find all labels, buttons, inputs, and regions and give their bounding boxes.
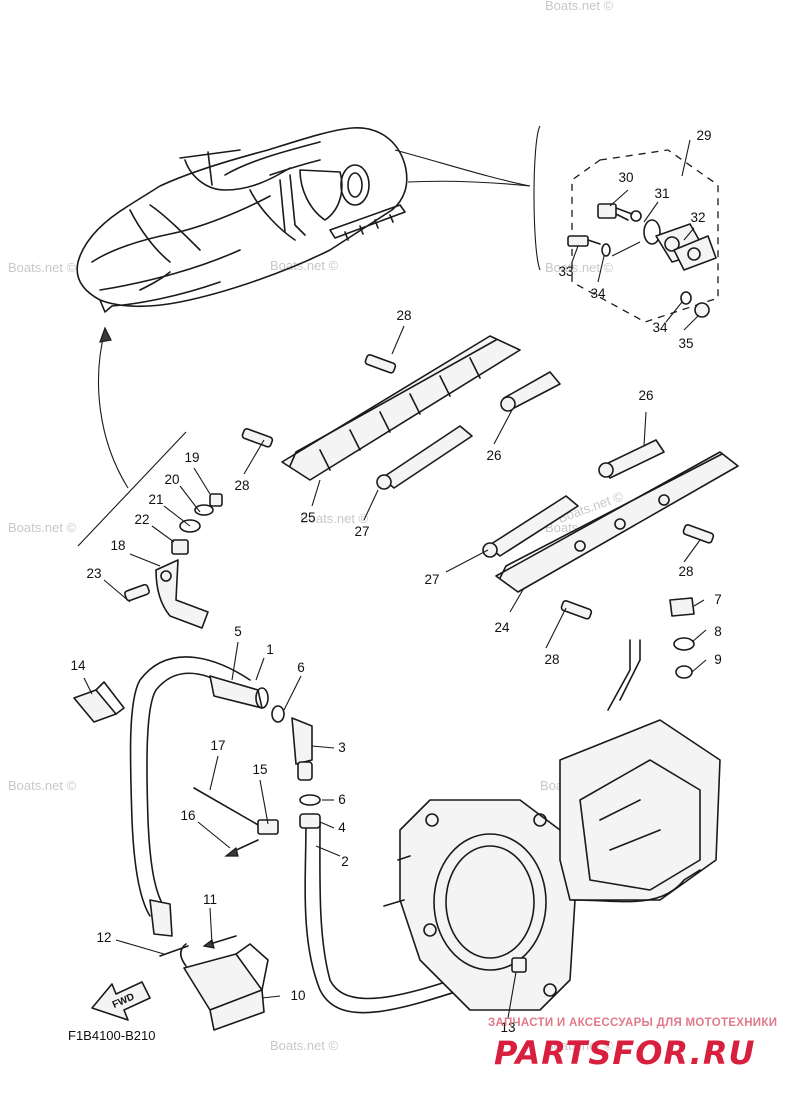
watermark: Boats.net © xyxy=(300,511,369,526)
callout-6: 6 xyxy=(297,660,305,675)
watermark: Boats.net © xyxy=(545,0,614,13)
callout-35: 35 xyxy=(678,336,693,351)
callout-12: 12 xyxy=(96,930,111,945)
watermark: Boats.net © xyxy=(545,1038,614,1053)
callout-34b: 34 xyxy=(652,320,668,335)
figure-code: F1B4100-B210 xyxy=(68,1028,155,1043)
callout-13: 13 xyxy=(500,1020,515,1035)
handle-assembly xyxy=(124,493,223,629)
callout-26: 26 xyxy=(486,448,501,463)
pump-housing xyxy=(383,597,721,1011)
watermark: Boats.net © xyxy=(8,260,77,275)
callout-27: 27 xyxy=(354,524,369,539)
callout-11: 11 xyxy=(203,892,217,907)
callout-17: 17 xyxy=(210,738,225,753)
callout-3: 3 xyxy=(338,740,346,755)
callout-22: 22 xyxy=(134,512,149,527)
callout-16: 16 xyxy=(180,808,195,823)
callout-24: 24 xyxy=(494,620,510,635)
watermark: Boats.net © xyxy=(270,1038,339,1053)
callout-14: 14 xyxy=(70,658,86,673)
hoses-and-fittings xyxy=(73,656,481,1031)
callout-20: 20 xyxy=(164,472,179,487)
callout-34: 34 xyxy=(590,286,606,301)
callout-28d: 28 xyxy=(678,564,693,579)
callout-28c: 28 xyxy=(544,652,559,667)
callout-23: 23 xyxy=(86,566,101,581)
watermark: Boats.net © xyxy=(545,260,614,275)
callout-10: 10 xyxy=(290,988,305,1003)
callout-18: 18 xyxy=(110,538,125,553)
callout-27b: 27 xyxy=(424,572,439,587)
brand-tagline: ЗАПЧАСТИ И АКСЕССУАРЫ ДЛЯ МОТОТЕХНИКИ xyxy=(488,1017,777,1029)
callout-7: 7 xyxy=(714,592,722,607)
callout-labels: 1 2 3 4 5 6 6 7 8 9 10 11 12 13 14 15 16… xyxy=(70,128,721,1035)
callout-5: 5 xyxy=(234,624,242,639)
watercraft-illustration xyxy=(76,127,408,313)
brand-name: PARTSFOR.RU xyxy=(494,1034,755,1072)
callout-25: 25 xyxy=(300,510,315,525)
callout-31: 31 xyxy=(654,186,669,201)
brand-logo: ЗАПЧАСТИ И АКСЕССУАРЫ ДЛЯ МОТОТЕХНИКИ PA… xyxy=(488,1017,777,1072)
callout-9: 9 xyxy=(714,652,722,667)
detail-group-29 xyxy=(567,149,719,323)
callout-21: 21 xyxy=(148,492,163,507)
fwd-arrow: FWD xyxy=(91,981,151,1021)
watermark: Boats.net © xyxy=(270,258,339,273)
callout-28: 28 xyxy=(396,308,411,323)
callout-8: 8 xyxy=(714,624,722,639)
callout-32: 32 xyxy=(690,210,705,225)
callout-2: 2 xyxy=(341,854,349,869)
callout-6b: 6 xyxy=(338,792,346,807)
callout-1: 1 xyxy=(266,642,274,657)
callout-19: 19 xyxy=(184,450,199,465)
callout-33: 33 xyxy=(558,264,573,279)
watermark: Boats.net © xyxy=(8,520,77,535)
callout-30: 30 xyxy=(618,170,633,185)
callout-29: 29 xyxy=(696,128,711,143)
leader-lines xyxy=(83,139,707,1019)
watermark: Boats.net © xyxy=(8,778,77,793)
callout-4: 4 xyxy=(338,820,346,835)
callout-15: 15 xyxy=(252,762,267,777)
callout-28b: 28 xyxy=(234,478,249,493)
callout-26b: 26 xyxy=(638,388,653,403)
reference-links xyxy=(77,125,541,547)
mount-brackets xyxy=(241,335,739,620)
